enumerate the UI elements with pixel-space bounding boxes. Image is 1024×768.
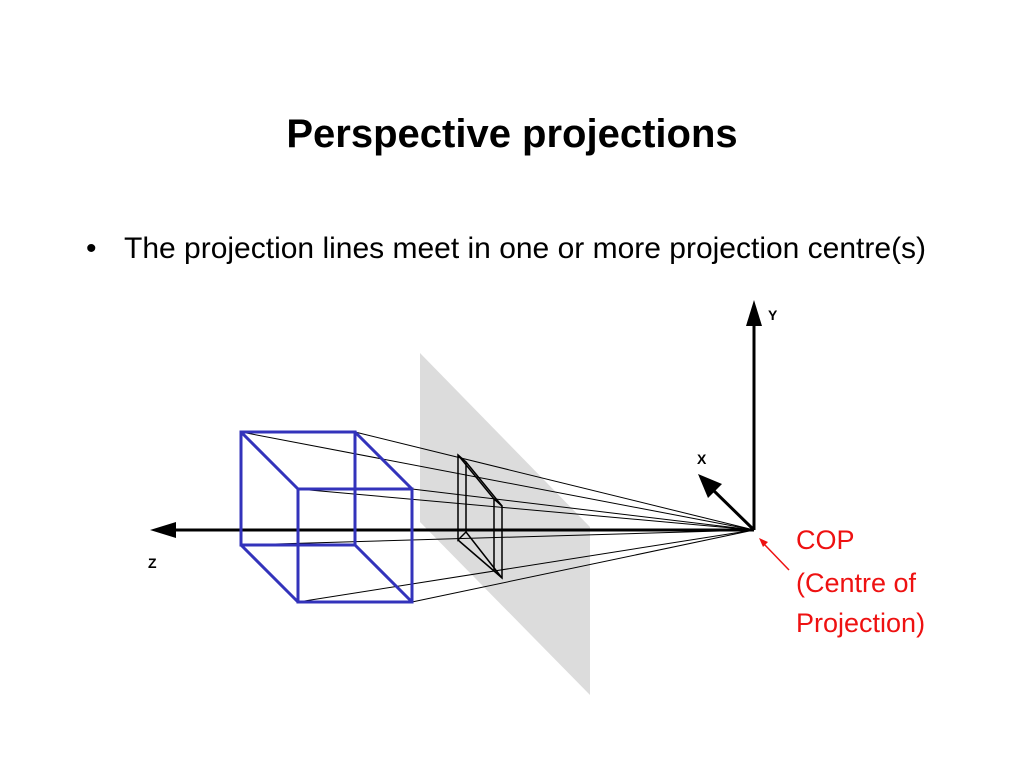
projected-cube-image xyxy=(457,453,503,580)
cop-pointer xyxy=(763,543,790,571)
cop-label-line-1: COP xyxy=(796,525,854,555)
bullet-text: The projection lines meet in one or more… xyxy=(124,232,927,265)
page-title: Perspective projections xyxy=(286,112,738,156)
z-axis-label: Z xyxy=(148,555,157,571)
cop-label-line-3: Projection) xyxy=(796,608,925,638)
x-axis-arrowhead xyxy=(698,474,722,498)
x-axis xyxy=(708,485,756,532)
cop-label-line-2: (Centre of xyxy=(796,568,917,598)
y-axis-label: Y xyxy=(768,307,778,323)
cube xyxy=(239,430,414,604)
cop-pointer-arrowhead xyxy=(759,538,768,547)
projection-lines xyxy=(240,431,755,603)
bullet-list: • The projection lines meet in one or mo… xyxy=(86,228,946,270)
cop-label: COP (Centre of Projection) xyxy=(796,525,925,638)
list-item: • The projection lines meet in one or mo… xyxy=(86,228,946,270)
bullet-marker: • xyxy=(86,232,97,265)
x-axis-label: X xyxy=(697,451,707,467)
y-axis-arrowhead xyxy=(746,300,762,326)
projection-plane xyxy=(420,353,590,695)
z-axis-arrowhead xyxy=(150,522,176,538)
